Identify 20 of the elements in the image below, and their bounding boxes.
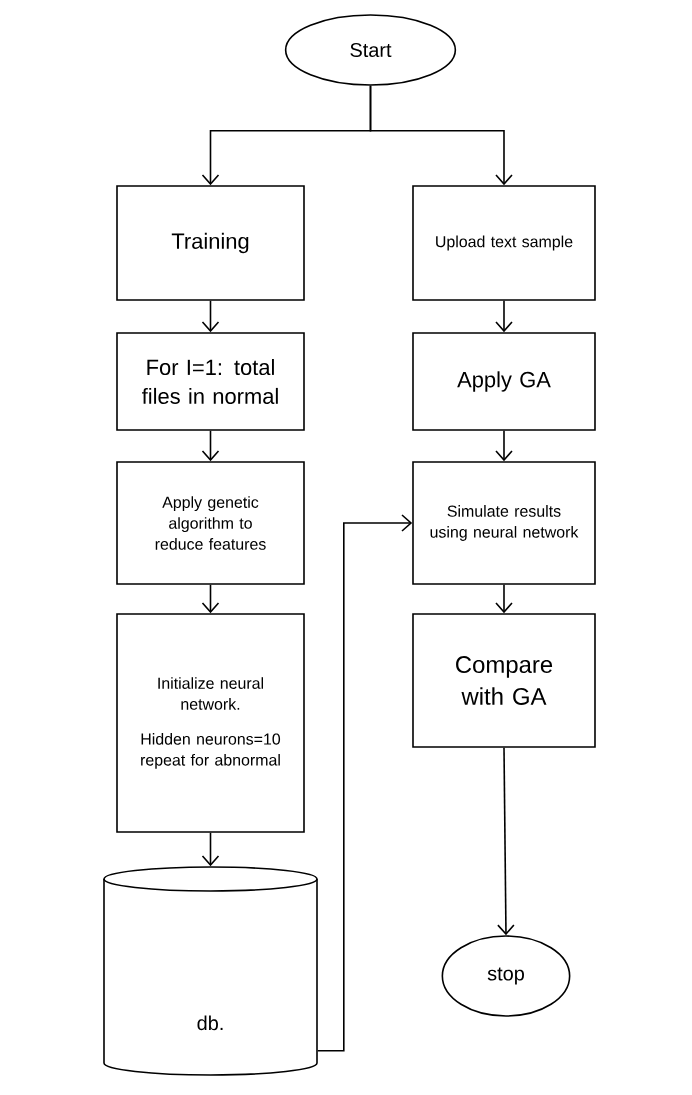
process-box: Simulate results using neural network <box>412 461 596 585</box>
arrow <box>317 514 413 1052</box>
process-box: For I=1: total files in normal <box>116 332 305 431</box>
process-box: Initialize neural network. Hidden neurons=10 repeat for abnormal <box>116 613 305 833</box>
process-box: Training <box>116 185 305 301</box>
arrow <box>495 430 513 462</box>
process-box: Apply GA <box>412 332 596 431</box>
arrow <box>201 300 220 333</box>
process-box: Apply genetic algorithm to reduce features <box>116 461 305 585</box>
database-cylinder: db. <box>103 866 318 1076</box>
arrow <box>201 430 220 462</box>
process-box: Compare with GA <box>412 613 596 748</box>
arrow <box>369 85 513 186</box>
arrow <box>201 832 220 867</box>
arrow <box>201 584 220 614</box>
arrow <box>497 747 515 936</box>
arrow <box>495 584 513 614</box>
process-box: Upload text sample <box>412 185 596 301</box>
node-label: db. <box>197 1015 223 1031</box>
arrow <box>495 300 513 333</box>
